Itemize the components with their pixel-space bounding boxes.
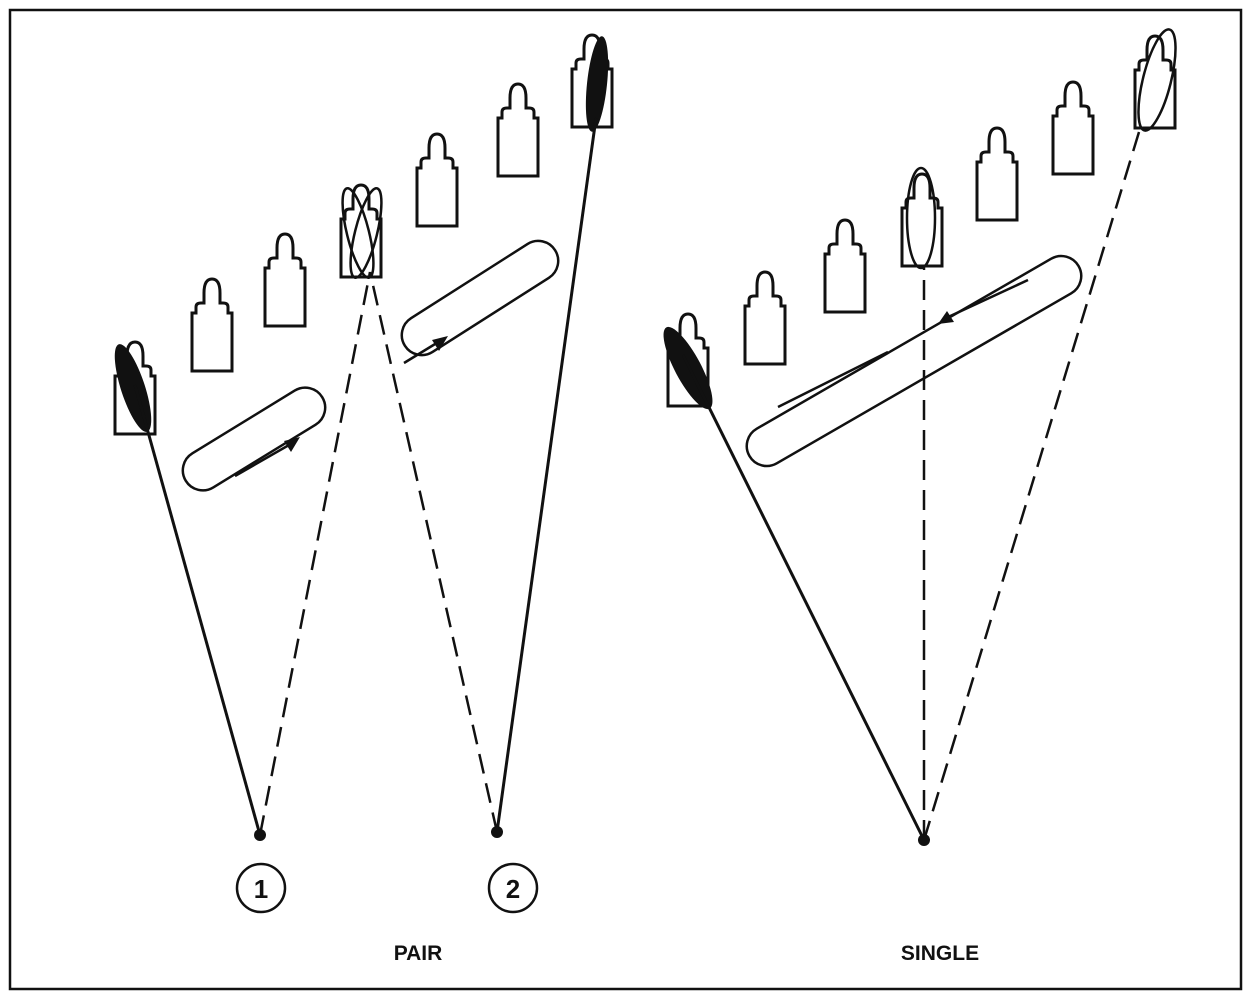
shooter-2-circle [487,862,539,914]
shooter-2-number: 2 [506,874,520,904]
figure-border [8,8,1243,991]
single-target-5 [975,126,1019,222]
movement-arrow-icon [938,311,954,324]
movement-arrow-icon [284,437,300,452]
shooter-position-icon [918,834,930,846]
pair-hit-mark-4b [349,187,383,279]
single-target-3 [823,218,867,314]
pair-lane-2 [400,239,560,357]
single-caption: SINGLE [901,942,979,965]
pair-target-3 [263,232,307,328]
single-lane [745,254,1083,468]
single-arrow-line-left [777,350,889,409]
pair-hit-mark-4a [341,187,375,279]
pair-fire-line-2-dashed [368,271,499,833]
single-fire-line-solid [681,354,926,841]
pair-hit-mark-7 [585,36,609,132]
pair-arrow-line-2 [403,339,441,365]
pair-fire-line-1-solid [133,384,262,836]
single-target-2 [743,270,787,366]
pair-target-2 [190,277,234,373]
pair-fire-line-1-dashed [258,271,372,836]
pair-arrow-line-1 [234,439,297,478]
single-arrow-line-right [945,278,1029,320]
shooter-position-icon [254,829,266,841]
single-hit-mark-7 [1137,28,1177,132]
pair-panel: 1 2 PAIR [113,33,614,965]
single-panel: SINGLE [663,28,1177,965]
shooter-1-circle [235,862,287,914]
pair-fire-line-2-solid [495,117,598,833]
pair-target-5 [415,132,459,228]
pair-lane-1 [181,386,327,492]
shooter-1-number: 1 [254,874,268,904]
pair-caption: PAIR [394,942,443,965]
movement-arrow-icon [432,336,448,351]
single-target-6 [1051,80,1095,176]
shooter-position-icon [491,826,503,838]
pair-target-6 [496,82,540,178]
single-hit-mark-4 [905,166,937,270]
single-fire-line-right [922,131,1141,841]
